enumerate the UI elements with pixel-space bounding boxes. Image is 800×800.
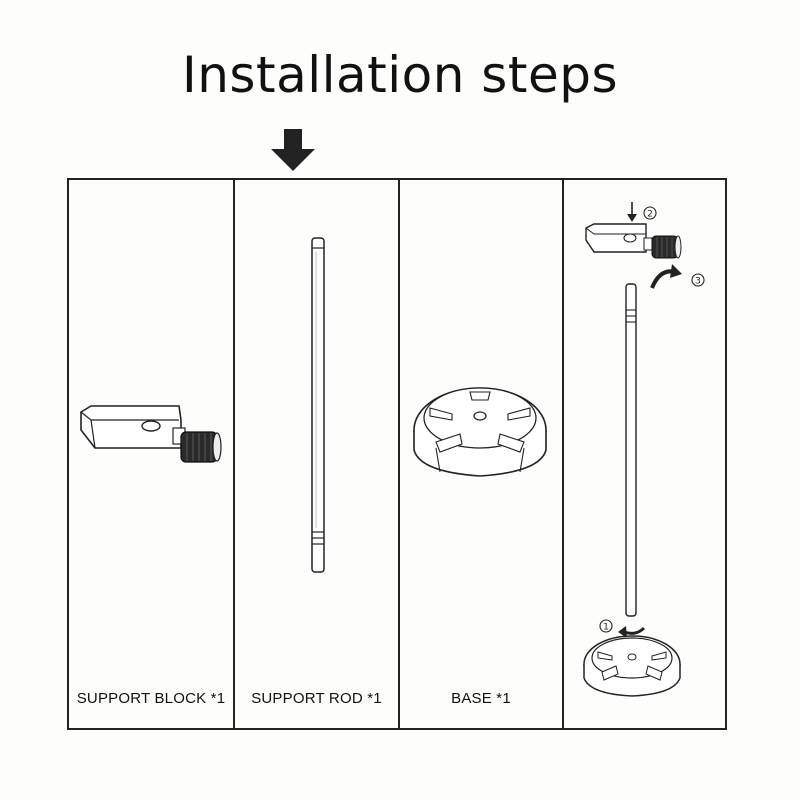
down-arrow-icon — [271, 129, 315, 171]
svg-text:1: 1 — [603, 623, 609, 633]
step-1-rotate-icon — [618, 626, 646, 638]
panel-base: BASE *1 — [400, 180, 564, 728]
panel-support-block: SUPPORT BLOCK *1 — [69, 180, 235, 728]
step-3-rotate-icon — [650, 264, 682, 289]
support-block-illustration — [80, 405, 222, 463]
installation-panels: SUPPORT BLOCK *1 SUPPORT ROD *1 B — [67, 178, 727, 730]
svg-text:2: 2 — [647, 210, 653, 220]
panel-label: BASE *1 — [451, 690, 511, 707]
panel-support-rod: SUPPORT ROD *1 — [235, 180, 400, 728]
panel-label: SUPPORT BLOCK *1 — [76, 690, 226, 707]
panel-label: SUPPORT ROD *1 — [251, 690, 382, 707]
svg-text:3: 3 — [695, 277, 701, 287]
step-2-arrow-icon — [627, 202, 637, 222]
base-illustration — [413, 387, 547, 477]
support-rod-illustration — [311, 237, 325, 573]
assembly-illustration: 2 3 1 — [583, 202, 705, 697]
panel-assembly: 2 3 1 — [564, 180, 725, 728]
page-title: Installation steps — [181, 46, 619, 104]
